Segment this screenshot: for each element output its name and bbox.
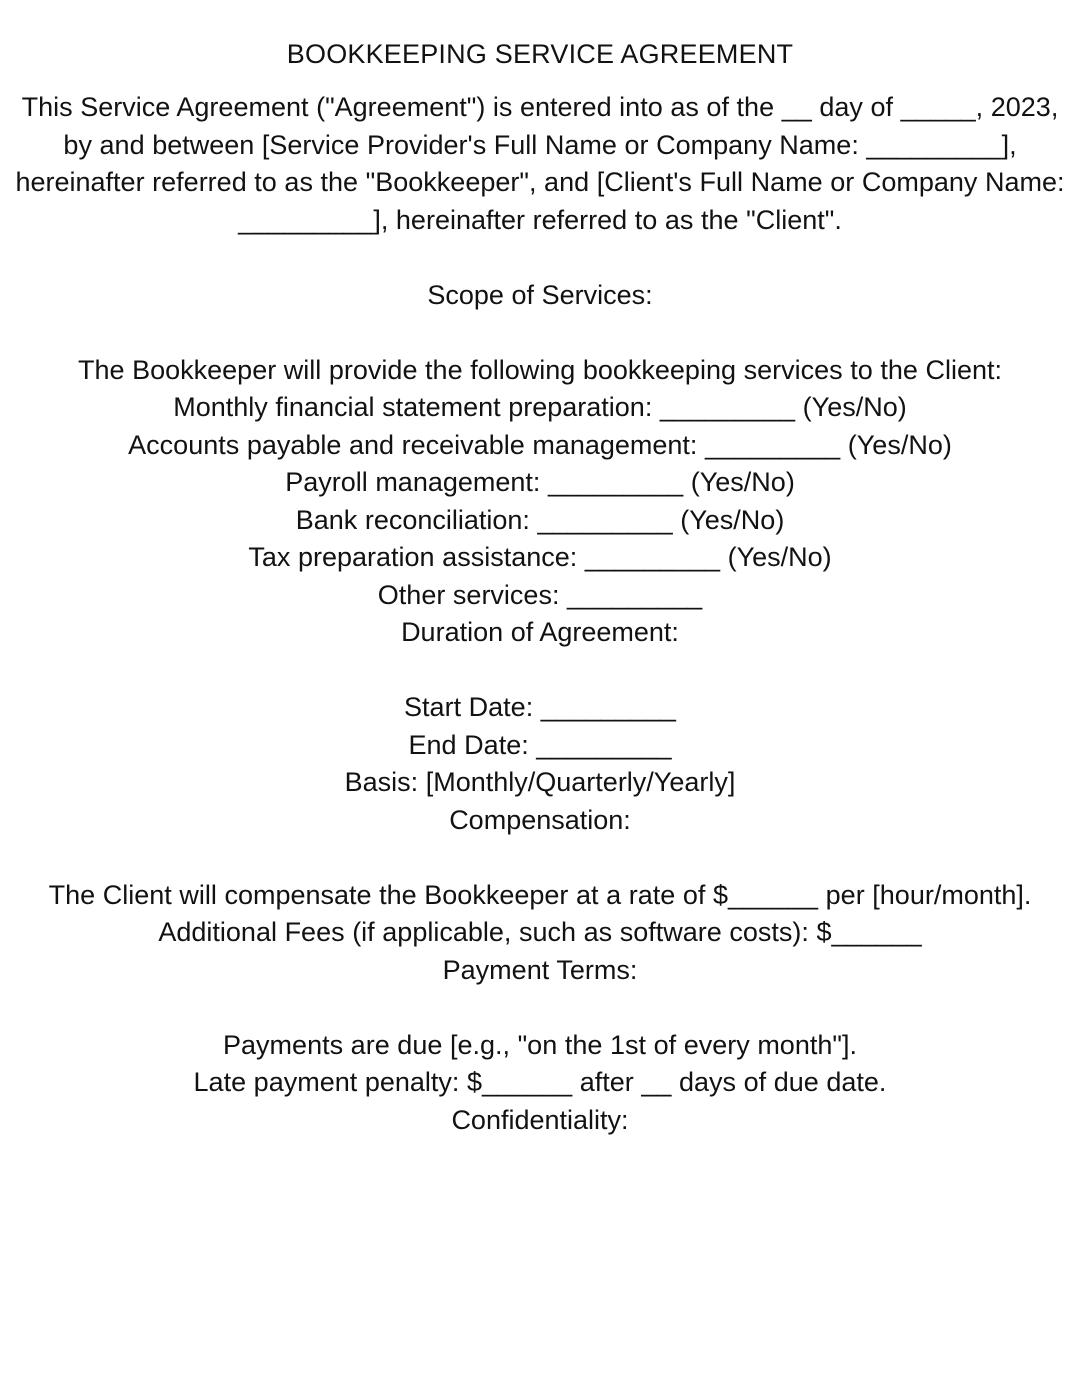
service-item-bank-reconciliation: Bank reconciliation: _________ (Yes/No) xyxy=(295,504,785,535)
compensation-rate-line: The Client will compensate the Bookkeepe… xyxy=(48,879,1032,910)
blank-line xyxy=(14,839,1066,877)
duration-of-agreement-heading: Duration of Agreement: xyxy=(401,617,679,647)
title-spacer xyxy=(0,73,1080,89)
service-item-monthly-financial-statement: Monthly financial statement preparation:… xyxy=(173,392,907,422)
basis-line: Basis: [Monthly/Quarterly/Yearly] xyxy=(344,767,736,797)
service-item-other-services: Other services: _________ xyxy=(377,579,703,610)
confidentiality-heading: Confidentiality: xyxy=(451,1104,629,1135)
document-title: BOOKKEEPING SERVICE AGREEMENT xyxy=(286,39,794,69)
scope-of-services-heading: Scope of Services: xyxy=(427,279,653,310)
blank-line xyxy=(14,314,1066,352)
blank-line xyxy=(14,239,1066,277)
intro-paragraph: This Service Agreement ("Agreement") is … xyxy=(15,92,1065,235)
blank-line xyxy=(14,652,1066,690)
scope-intro-line: The Bookkeeper will provide the followin… xyxy=(77,354,1002,385)
additional-fees-line: Additional Fees (if applicable, such as … xyxy=(158,917,922,947)
service-item-tax-preparation-assistance: Tax preparation assistance: _________ (Y… xyxy=(248,542,832,572)
late-payment-penalty-line: Late payment penalty: $______ after __ d… xyxy=(193,1067,887,1097)
compensation-heading: Compensation: xyxy=(449,804,631,835)
payment-terms-heading: Payment Terms: xyxy=(442,954,638,985)
service-item-payroll-management: Payroll management: _________ (Yes/No) xyxy=(285,467,795,497)
start-date-line: Start Date: _________ xyxy=(404,692,676,722)
blank-line xyxy=(14,989,1066,1027)
end-date-line: End Date: _________ xyxy=(408,729,672,760)
service-item-accounts-payable-receivable: Accounts payable and receivable manageme… xyxy=(128,429,952,460)
document-body: This Service Agreement ("Agreement") is … xyxy=(0,89,1080,1139)
payments-due-line: Payments are due [e.g., "on the 1st of e… xyxy=(223,1029,857,1060)
